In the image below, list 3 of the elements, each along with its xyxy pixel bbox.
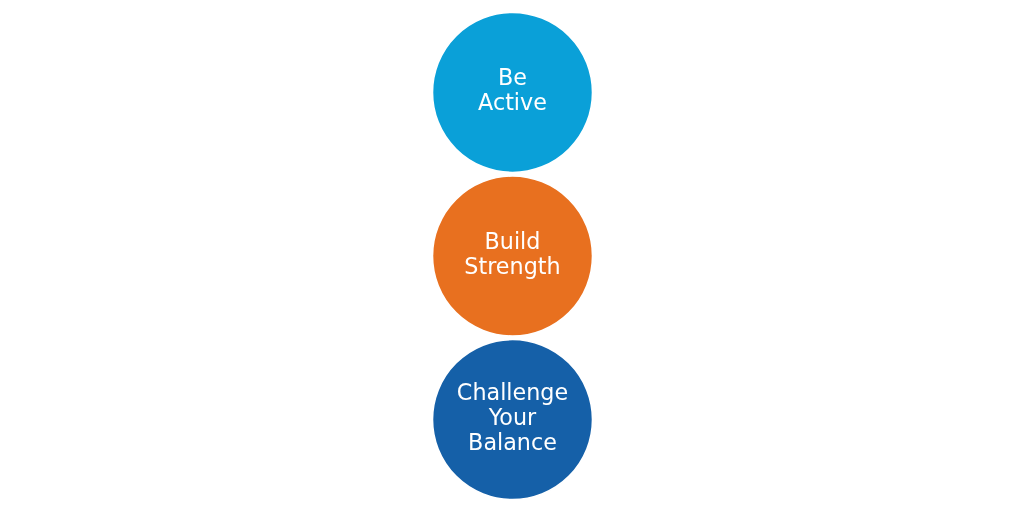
node-circle: Challenge Your Balance (431, 338, 593, 501)
node-circle: Be Active (431, 11, 593, 174)
node-circle: Build Strength (431, 175, 593, 337)
